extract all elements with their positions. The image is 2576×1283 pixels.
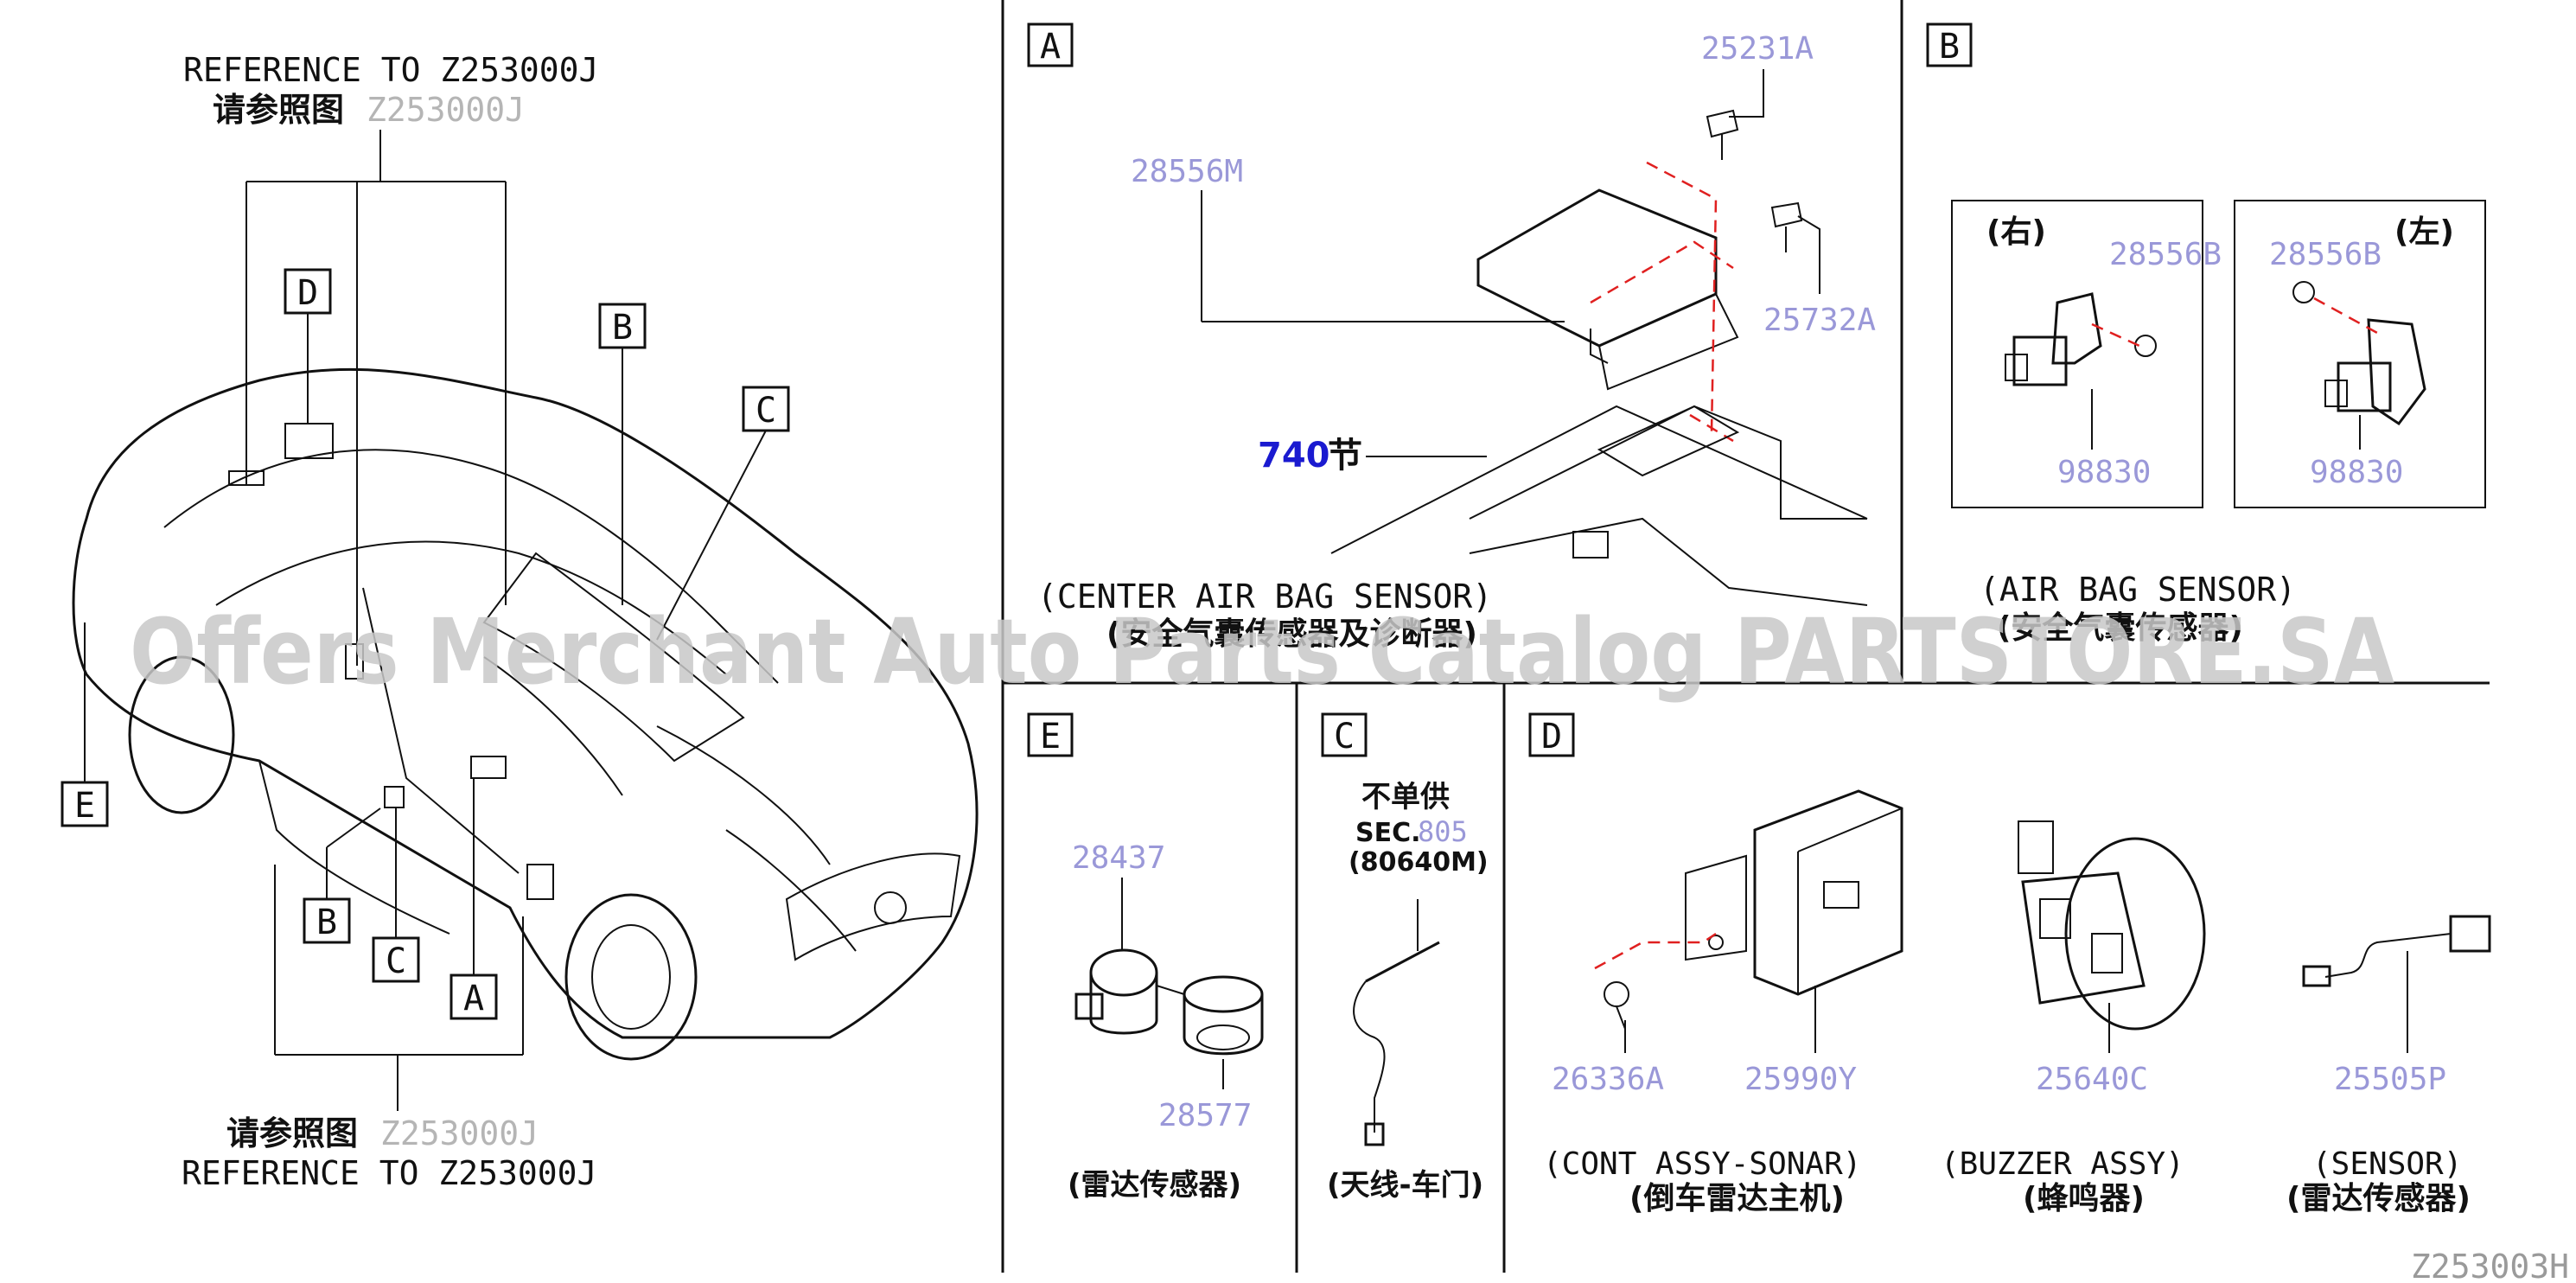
- left-label: (左): [2394, 214, 2454, 250]
- right-label: (右): [1986, 214, 2046, 250]
- callout-d-letter: D: [297, 273, 318, 313]
- part-98830-right[interactable]: 98830: [2057, 455, 2151, 490]
- part-28556m[interactable]: 28556M: [1131, 154, 1243, 189]
- caption-center-airbag-en: (CENTER AIR BAG SENSOR): [1037, 578, 1492, 616]
- airbag-sensor-right-icon: [2005, 292, 2157, 450]
- caption-radar-sensor-e-cn: (雷达传感器): [1068, 1168, 1241, 1203]
- ref-bottom-cn: 请参照图: [226, 1114, 358, 1152]
- bolt-icon: [1706, 109, 1739, 160]
- part-25732a[interactable]: 25732A: [1763, 303, 1876, 338]
- section-d-tag: [1528, 712, 1575, 757]
- callout-c-upper-letter: C: [756, 391, 776, 431]
- part-25640c[interactable]: 25640C: [2036, 1062, 2148, 1097]
- section-a: A 25231A 28556M 25732A 740: [1027, 22, 1876, 652]
- sec-part: (80640M): [1349, 847, 1489, 878]
- caption-center-airbag-cn: (安全气囊传感器及诊断器): [1106, 616, 1477, 652]
- part-25990y[interactable]: 25990Y: [1744, 1062, 1857, 1097]
- panel-dividers: [1001, 0, 2490, 1273]
- radar-sensor-icon: [1074, 948, 1185, 1035]
- screw-icon: [1604, 981, 1629, 1030]
- callout-a[interactable]: [450, 973, 498, 1020]
- section-c-tag: [1321, 712, 1368, 757]
- caption-sensor-cn: (雷达传感器): [2286, 1181, 2471, 1216]
- caption-door-antenna-cn: (天线-车门): [1327, 1168, 1483, 1203]
- section-c: C 不单供 SEC. 805 (80640M) (天线-车门): [1321, 712, 1489, 1203]
- watermark: Offers Merchant Auto Parts Catalog PARTS…: [130, 599, 2394, 705]
- drawing-code: Z253003H: [2411, 1248, 2569, 1283]
- ref-top-code[interactable]: Z253000J: [367, 91, 525, 129]
- caption-airbag-sensor-cn: (安全气囊传感器): [1997, 610, 2243, 646]
- parking-sensor-icon: [2302, 915, 2491, 987]
- section-e-letter: E: [1040, 717, 1061, 756]
- part-25505p[interactable]: 25505P: [2334, 1062, 2446, 1097]
- caption-sensor-en: (SENSOR): [2312, 1146, 2462, 1182]
- callout-b-lower[interactable]: [303, 897, 351, 944]
- section-d: D 26336A 25990Y 25640C: [1528, 712, 2491, 1216]
- section-suffix: 节: [1328, 436, 1362, 476]
- part-28556b-right[interactable]: 28556B: [2109, 237, 2222, 272]
- section-e: E 28437 28577 (雷达传感器): [1027, 712, 1264, 1203]
- ref-bottom-en[interactable]: REFERENCE TO Z253000J: [182, 1154, 596, 1192]
- part-28577[interactable]: 28577: [1158, 1098, 1252, 1133]
- part-28437[interactable]: 28437: [1072, 840, 1165, 876]
- bolt-icon: [1770, 201, 1803, 252]
- note-not-sold-separately: 不单供: [1361, 780, 1450, 814]
- caption-airbag-sensor-en: (AIR BAG SENSOR): [1980, 571, 2296, 609]
- part-98830-left[interactable]: 98830: [2310, 455, 2403, 490]
- callout-b-lower-letter: B: [316, 903, 337, 942]
- ref-top-en[interactable]: REFERENCE TO Z253000J: [183, 51, 598, 89]
- sensor-bezel-icon: [1183, 975, 1264, 1056]
- section-e-tag: [1027, 712, 1074, 757]
- left-sensor-frame: [2234, 200, 2486, 508]
- section-b-tag: [1926, 22, 1973, 67]
- part-25231a[interactable]: 25231A: [1701, 31, 1814, 67]
- airbag-sensor-left-icon: [2292, 281, 2426, 450]
- buzzer-icon: [2018, 820, 2206, 1031]
- caption-sonar-en: (CONT ASSY-SONAR): [1543, 1146, 1861, 1182]
- ref-top-cn: 请参照图: [213, 91, 344, 129]
- caption-buzzer-en: (BUZZER ASSY): [1941, 1146, 2184, 1182]
- car-overview: REFERENCE TO Z253000J 请参照图 Z253000J: [61, 51, 979, 1192]
- part-28556b-left[interactable]: 28556B: [2269, 237, 2382, 272]
- section-num[interactable]: 740: [1258, 436, 1330, 476]
- sec-prefix: SEC.: [1355, 818, 1421, 848]
- section-d-letter: D: [1541, 717, 1562, 756]
- ref-bottom-code[interactable]: Z253000J: [380, 1114, 539, 1152]
- callout-b-upper-letter: B: [612, 308, 633, 348]
- caption-buzzer-cn: (蜂鸣器): [2023, 1181, 2145, 1216]
- callout-e-letter: E: [74, 786, 95, 826]
- callout-b-upper[interactable]: [598, 303, 647, 349]
- caption-sonar-cn: (倒车雷达主机): [1629, 1181, 1845, 1216]
- section-a-letter: A: [1040, 27, 1061, 67]
- section-b: B (右) 28556B 98830 (左) 28556B 98830 (AIR…: [1926, 22, 2486, 646]
- callout-c-lower-letter: C: [386, 942, 406, 981]
- sonar-control-unit-icon: [1685, 789, 1903, 996]
- right-sensor-frame: [1951, 200, 2203, 508]
- door-antenna-icon: [1353, 899, 1440, 1146]
- part-26336a[interactable]: 26336A: [1552, 1062, 1664, 1097]
- callout-a-letter: A: [463, 979, 484, 1018]
- section-b-letter: B: [1939, 27, 1960, 67]
- sec-num[interactable]: 805: [1418, 815, 1468, 848]
- section-c-letter: C: [1334, 717, 1355, 756]
- section-a-tag: [1027, 22, 1074, 67]
